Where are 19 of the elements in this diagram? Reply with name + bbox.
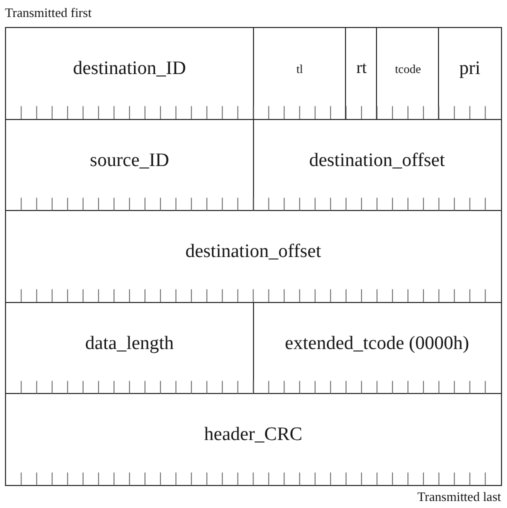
field-name: pri xyxy=(459,58,480,80)
transmission-order-note: Transmitted last xyxy=(417,489,501,505)
field-cell xyxy=(376,27,440,120)
field-name: source_ID xyxy=(90,150,170,172)
field-name: extended_tcode (0000h) xyxy=(284,332,470,355)
field-cell xyxy=(438,27,502,120)
field-name: rt xyxy=(356,58,367,78)
transmission-order-note: Transmitted first xyxy=(5,5,92,21)
field-cell xyxy=(5,210,502,304)
field-name: header_CRC xyxy=(204,424,302,446)
field-name: data_length xyxy=(85,332,174,355)
field-cell xyxy=(5,27,254,120)
field-name: destination_offset xyxy=(309,150,445,172)
field-name: tcode xyxy=(394,62,421,77)
field-cell xyxy=(5,393,502,486)
field-cell xyxy=(345,27,378,120)
field-name: destination_offset xyxy=(185,241,322,264)
field-name: destination_ID xyxy=(73,58,186,80)
field-name: tl xyxy=(296,62,303,77)
